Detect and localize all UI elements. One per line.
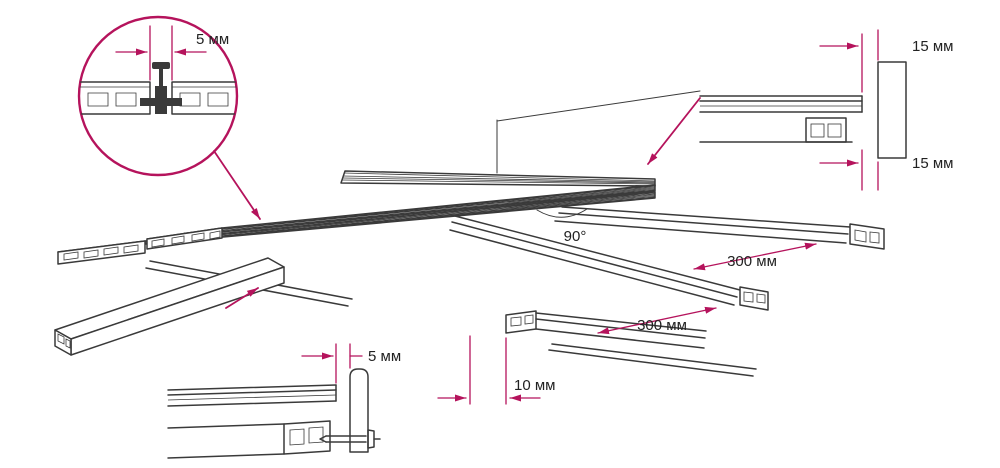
joist-loose-lower xyxy=(548,343,757,377)
dim-wall-top: 15 мм xyxy=(819,29,953,93)
dim-board-gap: 5 мм xyxy=(115,25,229,81)
wall-clearance-bottom-label: 15 мм xyxy=(912,155,953,172)
wall-corner-leader xyxy=(496,90,701,174)
board-end-profile-middle xyxy=(146,227,223,250)
callout-circle xyxy=(77,15,239,177)
joist-loose-left-beam xyxy=(54,257,285,356)
dim-wall-bottom: 15 мм xyxy=(819,149,953,191)
edge-screw xyxy=(319,429,381,449)
board-end-profile-front xyxy=(57,240,146,265)
detail-board-gap-callout: 5 мм xyxy=(77,15,261,220)
wall-detail-arrow xyxy=(647,97,701,165)
fascia-strip xyxy=(349,368,369,453)
joist-section xyxy=(805,117,847,143)
joist-spacing-2-label: 300 мм xyxy=(637,317,687,334)
detail-edge-fastening: 5 мм 10 мм xyxy=(167,335,555,459)
deck-boards xyxy=(57,170,656,265)
wall-section-hatched xyxy=(877,61,907,159)
joist-spacing-1-label: 300 мм xyxy=(727,253,777,270)
detail-wall-clearance: 15 мм 15 мм xyxy=(647,29,953,191)
dim-joist-spacing-1: 300 мм xyxy=(693,242,817,271)
dim-overhang: 10 мм xyxy=(437,335,555,405)
board-gap-label: 5 мм xyxy=(196,31,229,48)
joist-installed-1 xyxy=(554,206,885,250)
joist-installed-2 xyxy=(449,215,769,311)
overhang-label: 10 мм xyxy=(514,377,555,394)
loose-beam-arrow xyxy=(225,287,259,309)
board-cross-sections xyxy=(79,81,237,115)
dim-joist-spacing-2: 300 мм xyxy=(597,306,717,335)
fastening-clip xyxy=(140,62,182,114)
angle-label: 90° xyxy=(564,228,587,245)
callout-arrow xyxy=(213,150,261,220)
dim-angle: 90° xyxy=(536,208,588,245)
clip-stem xyxy=(155,86,167,114)
screw-shaft xyxy=(159,68,163,98)
fascia-gap-label: 5 мм xyxy=(368,348,401,365)
dim-fascia-gap: 5 мм xyxy=(301,343,401,384)
wall-clearance-top-label: 15 мм xyxy=(912,38,953,55)
screw-head xyxy=(152,62,170,69)
